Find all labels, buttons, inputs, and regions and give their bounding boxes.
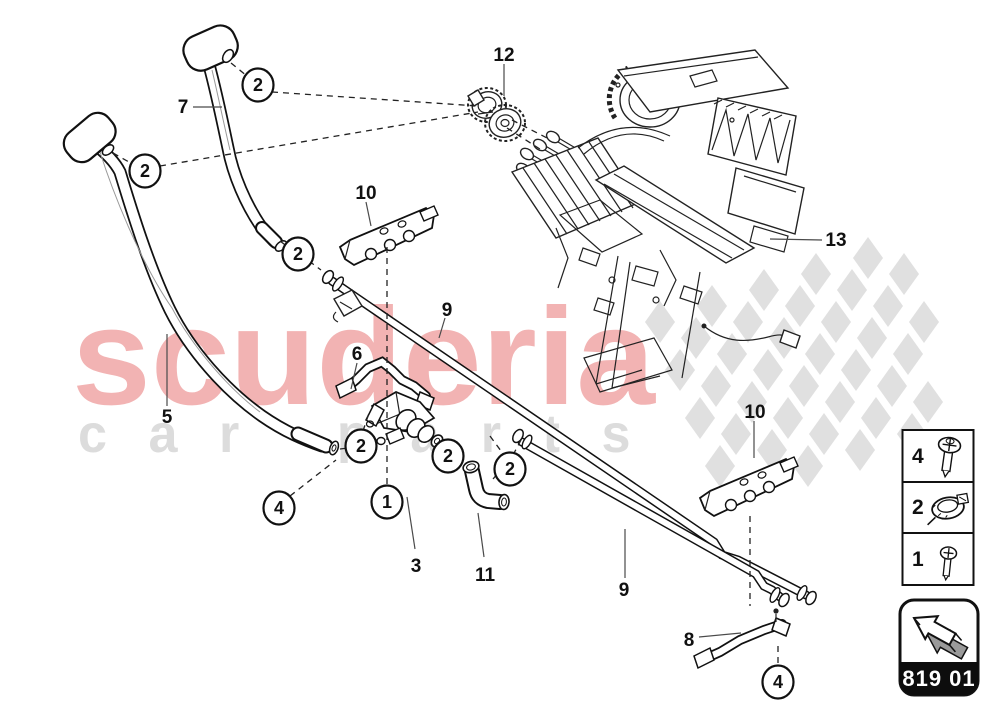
svg-text:2: 2 [253, 75, 263, 95]
leader-lines [166, 64, 823, 638]
callout-circle-2[interactable]: 2 [493, 451, 527, 487]
svg-text:2: 2 [356, 436, 366, 456]
elbow-11-drawing [462, 460, 510, 511]
svg-text:2: 2 [140, 161, 150, 181]
pipe-clip-drawing [332, 289, 363, 323]
hose-clamp-icon [927, 492, 970, 526]
callout-circle-2[interactable]: 2 [344, 428, 378, 464]
hvac-assembly-drawing [510, 49, 805, 393]
callout-circle-2[interactable]: 2 [128, 153, 162, 189]
section-badge: 819 01 [898, 598, 980, 697]
coupler-part-drawing [467, 87, 526, 142]
pipe-bracket-10-upper [338, 205, 439, 267]
part-label-9-lower[interactable]: 9 [619, 580, 630, 601]
svg-text:2: 2 [443, 446, 453, 466]
legend-qty-4: 4 [912, 445, 924, 468]
callout-circle-4[interactable]: 4 [262, 490, 296, 526]
part-label-6[interactable]: 6 [352, 344, 363, 365]
dashed-connectors [112, 62, 779, 666]
svg-text:1: 1 [382, 492, 392, 512]
part-label-9-upper[interactable]: 9 [442, 300, 453, 321]
legend-qty-2: 2 [912, 496, 924, 519]
coolant-pipes-9-drawing [321, 269, 817, 608]
part-label-5[interactable]: 5 [162, 407, 173, 428]
checkered-flag-watermark [645, 237, 943, 487]
part-label-12[interactable]: 12 [493, 45, 514, 66]
part-label-11[interactable]: 11 [475, 565, 496, 586]
svg-text:4: 4 [274, 498, 284, 518]
part-label-8[interactable]: 8 [684, 630, 695, 651]
part-label-10-lower[interactable]: 10 [744, 402, 765, 423]
callout-circle-2[interactable]: 2 [281, 236, 315, 272]
part-label-7[interactable]: 7 [178, 97, 189, 118]
svg-text:2: 2 [293, 244, 303, 264]
hose-5-drawing [62, 111, 340, 456]
callout-circle-2[interactable]: 2 [431, 438, 465, 474]
callout-circle-4[interactable]: 4 [761, 664, 795, 700]
part-label-13[interactable]: 13 [825, 230, 846, 251]
legend-qty-1: 1 [912, 548, 924, 571]
part-label-10-upper[interactable]: 10 [355, 183, 376, 204]
bracket-8-drawing [693, 608, 791, 670]
fastener-legend-table: 4 2 1 [901, 429, 975, 586]
screw-long-icon [937, 436, 962, 479]
svg-text:2: 2 [505, 459, 515, 479]
arrow-up-left-icon [912, 615, 969, 660]
section-code: 819 01 [902, 666, 975, 691]
hose-7-drawing [182, 24, 288, 252]
callout-circle-1[interactable]: 1 [370, 484, 404, 520]
svg-text:4: 4 [773, 672, 783, 692]
part-label-3[interactable]: 3 [411, 556, 422, 577]
screw-short-icon [939, 546, 958, 582]
callout-circle-2[interactable]: 2 [241, 67, 275, 103]
